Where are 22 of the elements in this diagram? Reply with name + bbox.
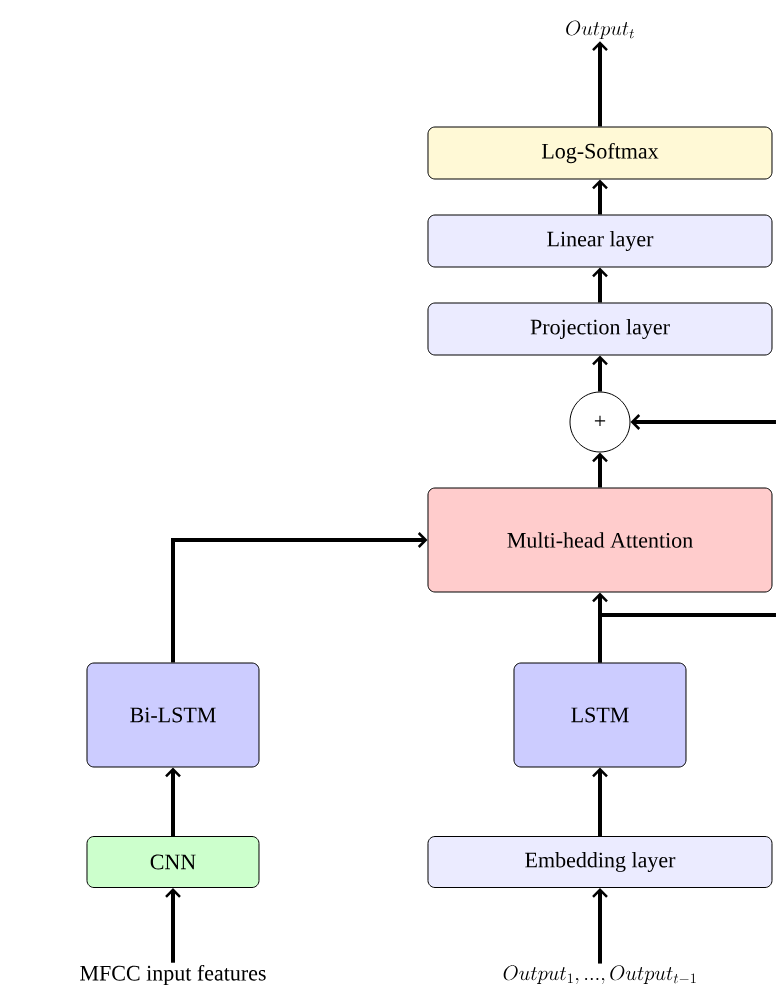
arrow <box>630 414 776 430</box>
arrow <box>592 767 608 836</box>
sequence-label: $Output_1, ..., Output_{t-1}$ <box>503 965 696 984</box>
arrow <box>171 532 428 663</box>
layer-box: Linear layer <box>427 214 773 268</box>
arrow <box>592 179 608 215</box>
layer-box: Log-Softmax <box>427 126 773 180</box>
arrow <box>592 888 608 964</box>
arrow <box>592 452 608 488</box>
input-label: MFCC input features <box>80 964 266 986</box>
layer-box: LSTM <box>513 662 687 768</box>
arrow <box>165 888 181 963</box>
layer-box: Bi-LSTM <box>86 662 260 768</box>
layer-box: Embedding layer <box>427 836 773 888</box>
arrow <box>592 267 608 303</box>
layer-box: Multi-head Attention <box>427 487 773 593</box>
arrow <box>165 767 181 836</box>
arrow <box>592 355 608 392</box>
layer-box: Projection layer <box>427 302 773 356</box>
layer-box: CNN <box>86 836 260 888</box>
arrow <box>592 41 608 127</box>
sequence-label: $Output_t$ <box>566 20 634 40</box>
